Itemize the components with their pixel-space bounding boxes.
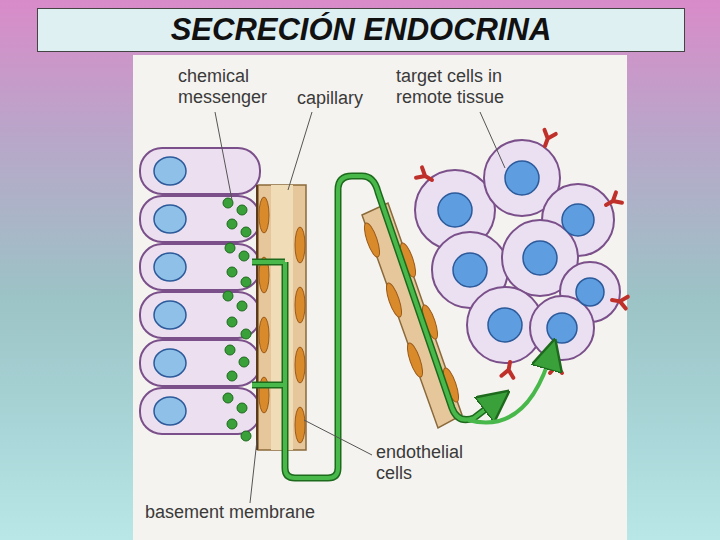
receptor bbox=[603, 192, 622, 210]
messenger-dot bbox=[237, 205, 247, 215]
cell-nucleus bbox=[562, 204, 594, 236]
secretory-cell bbox=[140, 148, 260, 194]
cell-nucleus bbox=[488, 308, 522, 342]
messenger-dot bbox=[241, 277, 251, 287]
cell-nucleus bbox=[154, 253, 186, 281]
receptor bbox=[501, 361, 515, 378]
cell-nucleus bbox=[505, 161, 539, 195]
cell-nucleus bbox=[523, 241, 557, 275]
endothelial-cell bbox=[259, 317, 269, 353]
endothelial-cell bbox=[295, 287, 305, 323]
messenger-dot bbox=[237, 301, 247, 311]
endothelial-cell bbox=[295, 407, 305, 443]
messenger-path bbox=[252, 176, 500, 478]
secretory-cell bbox=[140, 244, 260, 290]
title-box: SECRECIÓN ENDOCRINA bbox=[37, 8, 685, 52]
part-label: chemical messenger bbox=[178, 66, 270, 108]
basement-membrane-line bbox=[256, 185, 258, 450]
cell-nucleus bbox=[154, 301, 186, 329]
leader-line bbox=[250, 440, 257, 503]
leader-line bbox=[215, 112, 232, 200]
messenger-path-outline bbox=[252, 176, 500, 478]
messenger-dot bbox=[225, 243, 235, 253]
messenger-dot bbox=[225, 345, 235, 355]
cell-nucleus bbox=[453, 253, 487, 287]
messenger-dot bbox=[227, 267, 237, 277]
part-label: endothelial cells bbox=[376, 442, 476, 484]
leader-line bbox=[288, 112, 312, 190]
messenger-dot bbox=[227, 219, 237, 229]
receptor bbox=[550, 358, 562, 373]
messenger-dot bbox=[223, 393, 233, 403]
endothelial-cell bbox=[295, 347, 305, 383]
part-label: basement membrane bbox=[145, 502, 375, 523]
endothelial-cell bbox=[295, 227, 305, 263]
messenger-dot bbox=[223, 291, 233, 301]
messenger-dot bbox=[239, 357, 249, 367]
secretory-cell bbox=[140, 196, 260, 242]
messenger-dot bbox=[241, 329, 251, 339]
messenger-dot bbox=[241, 227, 251, 237]
receptor bbox=[611, 294, 628, 308]
endothelial-cell bbox=[361, 221, 382, 258]
messenger-dot bbox=[241, 431, 251, 441]
cell-nucleus bbox=[576, 278, 604, 306]
part-label: capillary bbox=[297, 88, 392, 109]
messenger-dot bbox=[227, 419, 237, 429]
messenger-arrow bbox=[468, 350, 552, 423]
messenger-dot bbox=[237, 403, 247, 413]
slide-title: SECRECIÓN ENDOCRINA bbox=[171, 12, 552, 48]
messenger-dot bbox=[227, 371, 237, 381]
leader-line bbox=[480, 112, 505, 168]
receptor bbox=[416, 167, 435, 185]
messenger-dot bbox=[239, 251, 249, 261]
cell-nucleus bbox=[154, 157, 186, 185]
messenger-dot bbox=[227, 317, 237, 327]
secretory-cell bbox=[140, 292, 260, 338]
leader-line bbox=[304, 420, 372, 455]
secretory-cell bbox=[140, 340, 260, 386]
cell-nucleus bbox=[154, 349, 186, 377]
endothelial-cell bbox=[259, 197, 269, 233]
endothelial-cell bbox=[383, 281, 404, 318]
cell-nucleus bbox=[547, 313, 577, 343]
secretory-cell bbox=[140, 388, 260, 434]
part-label: target cells in remote tissue bbox=[396, 66, 524, 108]
cell-nucleus bbox=[154, 397, 186, 425]
endothelial-cell bbox=[404, 341, 425, 378]
cell-nucleus bbox=[438, 193, 472, 227]
cell-nucleus bbox=[154, 205, 186, 233]
receptor bbox=[539, 130, 555, 148]
